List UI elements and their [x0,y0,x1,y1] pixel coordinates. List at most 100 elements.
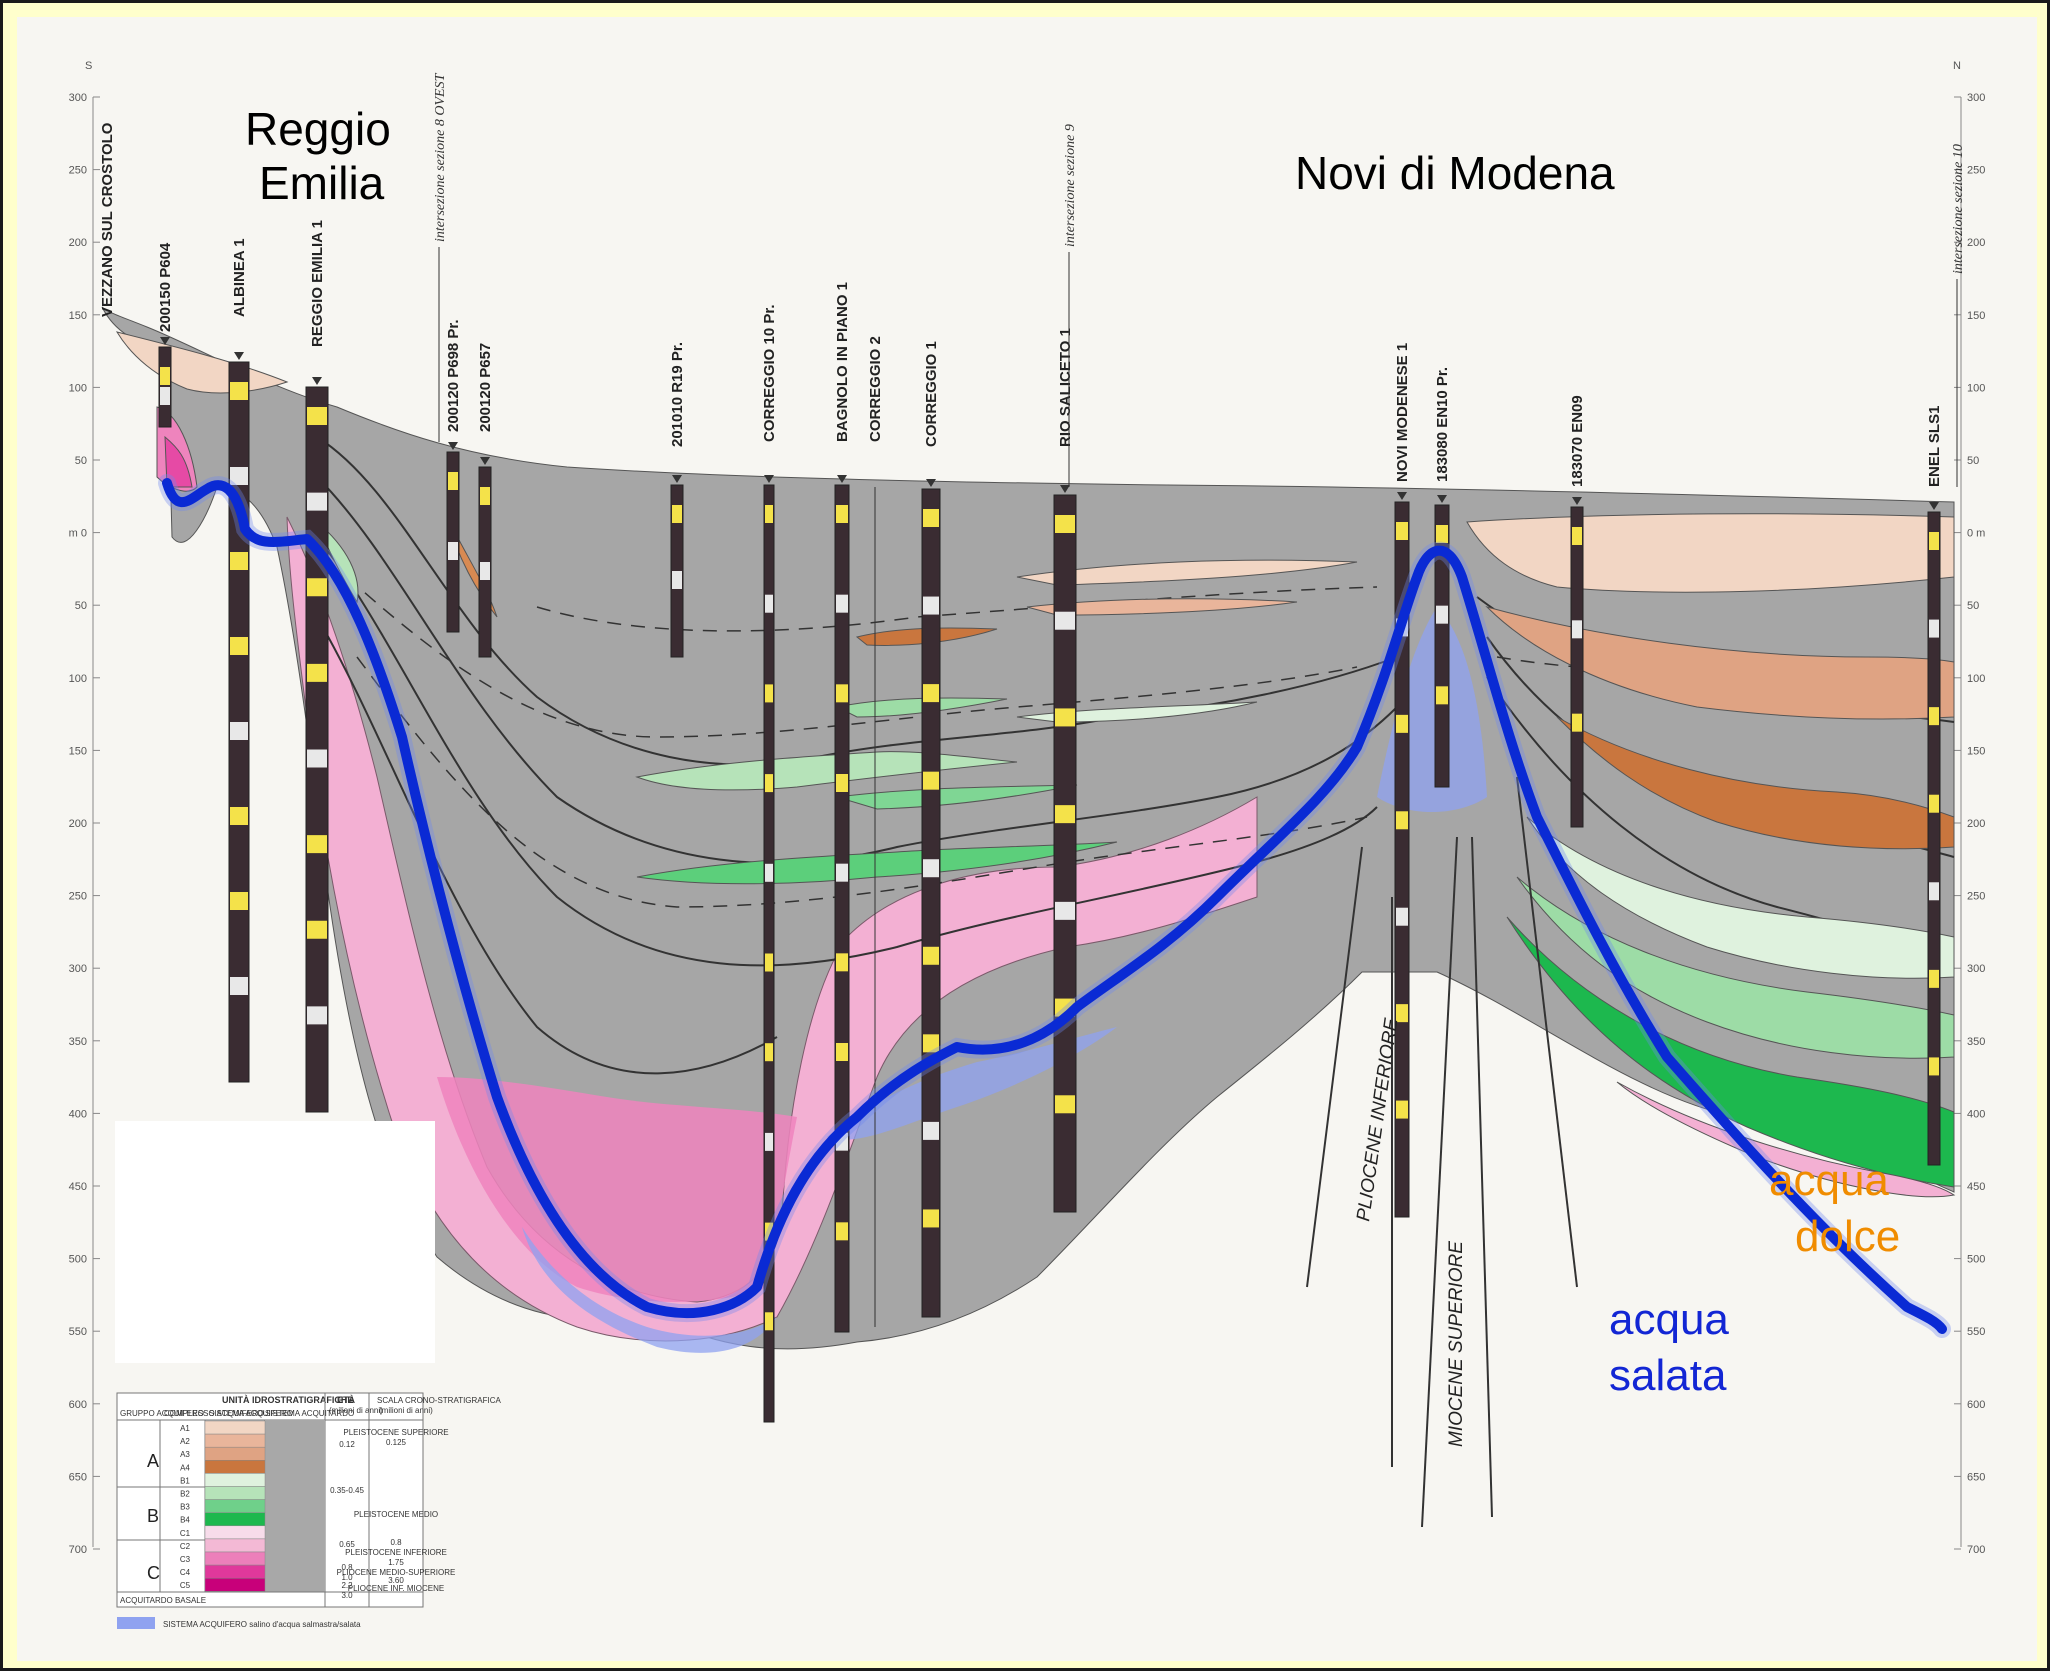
well-label: ENEL SLS1 [1926,406,1943,487]
well-lithology-segment [765,863,773,882]
city-label-novi: Novi di Modena [1295,147,1615,199]
well-head-marker [926,479,936,487]
legend-chrono-value: 1.75 [388,1558,404,1567]
well-label: VEZZANO SUL CROSTOLO [99,122,116,317]
well-lithology-segment [307,835,327,854]
depth-tick-left: 250 [69,165,87,177]
legend-age-value: 0.65 [339,1540,355,1549]
legend-chrono-value: PLIOCENE MEDIO-SUPERIORE [337,1568,456,1577]
depth-tick-left: 450 [69,1181,87,1193]
legend-unit-code: A1 [180,1424,190,1433]
legend-chrono-value: 3.60 [388,1576,404,1585]
well-lithology-segment [230,892,248,910]
well-lithology-segment [307,663,327,682]
legend-unit-swatch [204,1420,266,1435]
well-label: BAGNOLO IN PIANO 1 [834,282,851,442]
well-label: REGGIO EMILIA 1 [309,220,326,347]
depth-tick-right: 350 [1967,1036,1985,1048]
well-lithology-segment [230,467,248,485]
legend-group-a: A [147,1451,159,1471]
depth-tick-right: 400 [1967,1108,1985,1120]
depth-tick-left: 50 [75,455,87,467]
well-head-marker [1572,497,1582,505]
well-label: CORREGGIO 1 [923,341,940,447]
depth-tick-right: 0 m [1967,528,1985,540]
well-lithology-segment [923,596,939,615]
depth-tick-right: 200 [1967,818,1985,830]
well-lithology-segment [480,487,490,505]
well-head-marker [1929,502,1939,510]
well-lithology-segment [448,472,458,490]
depth-tick-left: 350 [69,1036,87,1048]
unit-a1-right [1466,513,1955,593]
unit-a3-right [1485,606,1955,720]
legend-col-aquifer: SISTEMA ACQUIFERO [209,1409,293,1418]
well-head-marker [1060,485,1070,493]
well-lithology-segment [765,1312,773,1331]
legend-title: UNITÀ IDROSTRATIGRAFICHE [222,1395,353,1405]
well-lithology-segment [1396,714,1408,733]
well-lithology-segment [672,571,682,589]
well-lithology-segment [1055,515,1075,533]
legend-unit-swatch [204,1577,266,1592]
legend-chrono-sub: (milioni di anni) [379,1406,433,1415]
well-lithology-segment [307,492,327,511]
well-head-marker [1437,495,1447,503]
well-lithology-segment [923,859,939,878]
well-lithology-segment [923,771,939,790]
legend-unit-swatch [204,1564,266,1579]
depth-tick-left: 500 [69,1254,87,1266]
well-lithology-segment [1929,882,1939,901]
well-lithology-segment [307,578,327,597]
depth-tick-left: m 0 [69,528,87,540]
depth-tick-left: 300 [69,963,87,975]
well-head-marker [1397,492,1407,500]
depth-tick-left: 700 [69,1544,87,1556]
well-column [1434,504,1450,788]
well-lithology-segment [230,977,248,995]
legend-saltwater-swatch [117,1617,155,1629]
depth-tick-right: 600 [1967,1399,1985,1411]
legend-chrono-value: PLEISTOCENE MEDIO [354,1510,438,1519]
well-lithology-segment [1436,686,1448,705]
well-lithology-segment [1396,907,1408,926]
well-lithology-segment [1572,713,1582,732]
well-lithology-segment [1929,532,1939,550]
legend-unit-swatch [204,1433,266,1448]
legend-unit-code: B2 [180,1490,190,1499]
well-label: 200120 P657 [477,343,494,432]
unit-b2-right [1516,876,1955,1059]
unit-c-right [1616,1081,1956,1198]
well-lithology-segment [765,1043,773,1062]
well-head-marker [480,457,490,465]
well-lithology-segment [1436,525,1448,543]
well-lithology-segment [230,807,248,825]
well-column [1927,511,1941,1166]
well-lithology-segment [1396,1004,1408,1023]
well-lithology-segment [836,1043,848,1061]
depth-tick-right: 650 [1967,1471,1985,1483]
well-lithology-segment [923,1209,939,1228]
depth-tick-right: 300 [1967,963,1985,975]
fresh-water-label-line2: dolce [1795,1212,1900,1261]
legend-age-value: 0.12 [339,1440,355,1449]
well-lithology-segment [307,749,327,768]
well-lithology-segment [160,367,170,385]
legend-unit-code: C5 [180,1581,191,1590]
well-lithology-segment [1572,620,1582,639]
well-lithology-segment [1572,527,1582,545]
depth-tick-left: 650 [69,1471,87,1483]
well-columns [158,337,1941,1423]
well-column [1394,501,1410,1218]
legend-age-header: ETÀ [337,1395,356,1405]
well-head-marker [160,337,170,345]
well-lithology-segment [836,774,848,792]
well-lithology-segment [923,1034,939,1053]
well-lithology-segment [765,684,773,703]
well-lithology-segment [1929,707,1939,726]
legend-unit-swatch [204,1486,266,1500]
legend-unit-code: C4 [180,1568,191,1577]
